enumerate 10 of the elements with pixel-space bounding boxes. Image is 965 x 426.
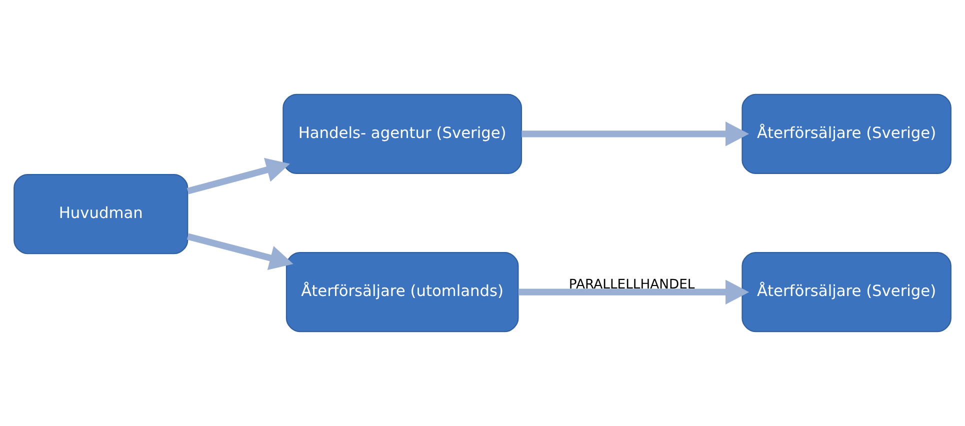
node-box: Återförsäljare (Sverige): [742, 94, 952, 174]
edge-label: PARALLELLHANDEL: [568, 277, 695, 292]
node-box: Handels- agentur (Sverige): [282, 94, 522, 174]
arrow: [186, 233, 294, 270]
arrow: [522, 122, 750, 146]
node-box: Återförsäljare (utomlands): [286, 252, 519, 332]
node-box: Återförsäljare (Sverige): [742, 252, 952, 332]
arrow: [186, 158, 290, 194]
node-box: Huvudman: [14, 174, 188, 254]
arrow: [518, 280, 750, 304]
